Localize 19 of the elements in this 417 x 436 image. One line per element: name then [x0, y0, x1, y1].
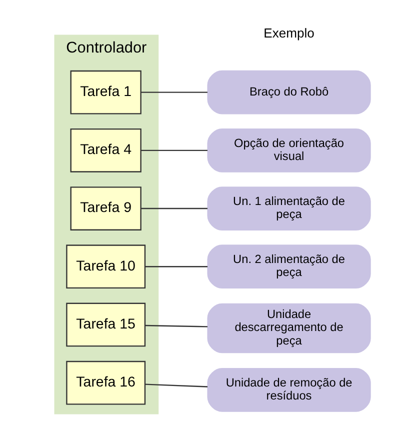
connector	[140, 150, 207, 151]
node-box: Tarefa 15	[66, 302, 146, 347]
node-box: Unidade de remoção de resíduos	[206, 368, 370, 412]
node-box: Un. 2 alimentação de peça	[206, 244, 370, 289]
connector	[144, 384, 208, 388]
node-box: Tarefa 16	[66, 360, 146, 405]
label: Exemplo	[263, 26, 314, 41]
node-box: Unidade descarregamento de peça	[206, 303, 370, 354]
connector	[140, 92, 207, 93]
node-box: Tarefa 4	[70, 128, 141, 172]
node-box: Braço do Robô	[206, 70, 370, 114]
node-box: Tarefa 10	[66, 244, 146, 289]
connector	[144, 324, 208, 328]
node-box: Opção de orientação visual	[206, 128, 370, 172]
connector	[140, 208, 207, 210]
connector	[144, 266, 207, 268]
node-box: Tarefa 9	[70, 186, 141, 230]
node-box: Tarefa 1	[70, 70, 141, 114]
node-box: Un. 1 alimentação de peça	[206, 186, 370, 230]
